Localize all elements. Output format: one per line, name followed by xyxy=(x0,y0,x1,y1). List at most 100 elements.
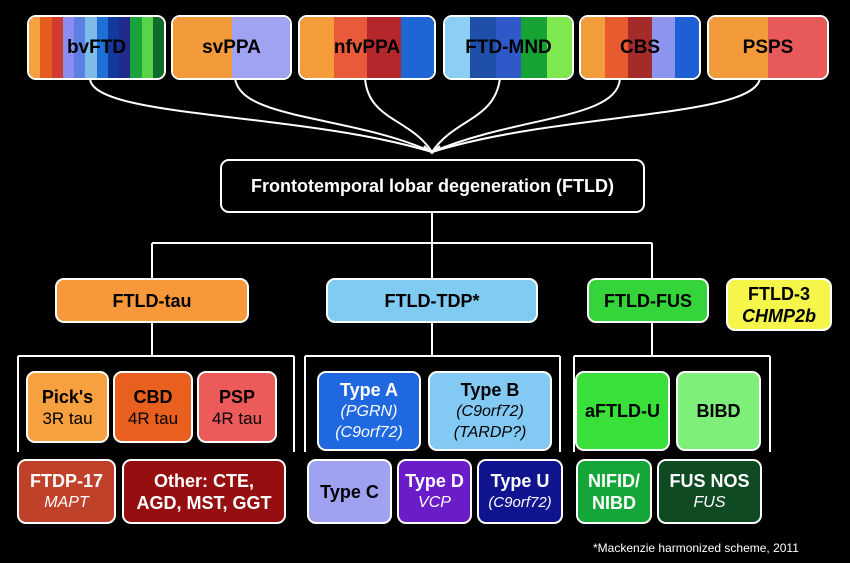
syndrome-label: PSPS xyxy=(742,36,794,58)
stripe-segment xyxy=(675,17,699,78)
subtype-name: Pick's xyxy=(41,386,94,407)
subtype-type-d: Type D VCP xyxy=(397,459,472,524)
subtype-detail: 3R tau xyxy=(42,408,93,428)
subtype-type-b: Type B (C9orf72) (TARDP?) xyxy=(428,371,552,451)
stripe-segment xyxy=(470,17,496,78)
subtype-name: Type U xyxy=(490,471,550,491)
syndrome-label: bvFTD xyxy=(66,36,127,58)
stripe-segment xyxy=(152,17,164,78)
stripe-segment xyxy=(231,17,290,78)
group-label: FTLD-tau xyxy=(112,290,192,311)
syndrome-color-bar xyxy=(300,17,434,78)
subtype-gene: (C9orf72) xyxy=(456,403,524,420)
syndrome-ftd-mnd: FTD-MND xyxy=(443,15,574,80)
subtype-type-u: Type U (C9orf72) xyxy=(477,459,563,524)
stripe-segment xyxy=(130,17,142,78)
subtype-detail: AGD, MST, GGT xyxy=(136,492,272,513)
subtype-cbd: CBD 4R tau xyxy=(113,371,193,443)
stripe-segment xyxy=(119,17,131,78)
stripe-segment xyxy=(651,17,676,78)
stripe-segment xyxy=(51,17,63,78)
subtype-ftdp17: FTDP-17 MAPT xyxy=(17,459,116,524)
group-ftld-tdp: FTLD-TDP* xyxy=(326,278,538,323)
stripe-segment xyxy=(74,17,86,78)
subtype-name: FUS NOS xyxy=(669,471,750,491)
subtype-nifid: NIFID/ NIBD xyxy=(576,459,652,524)
syndrome-color-bar xyxy=(581,17,699,78)
syndrome-label: nfvPPA xyxy=(333,36,401,58)
subtype-name: aFTLD-U xyxy=(585,401,660,421)
subtype-gene: MAPT xyxy=(44,494,89,511)
group-label: FTLD-3 xyxy=(748,283,810,304)
subtype-gene: (TARDP?) xyxy=(453,424,527,441)
subtype-name: CBD xyxy=(133,386,173,407)
subtype-name: Type C xyxy=(320,481,379,502)
subtype-type-a: Type A (PGRN) (C9orf72) xyxy=(317,371,421,451)
subtype-name: PSP xyxy=(218,386,256,407)
subtype-fus-nos: FUS NOS FUS xyxy=(657,459,762,524)
syndrome-psps: PSPS xyxy=(707,15,829,80)
subtype-name: NIFID/ xyxy=(588,470,640,491)
syndrome-bvftd: bvFTD xyxy=(27,15,166,80)
subtype-detail: 4R tau xyxy=(127,408,179,428)
stripe-segment xyxy=(96,17,108,78)
group-ftld-fus: FTLD-FUS xyxy=(587,278,709,323)
stripe-segment xyxy=(628,17,652,78)
syndrome-cbs: CBS xyxy=(579,15,701,80)
subtype-gene: (C9orf72) xyxy=(488,494,552,511)
stripe-segment xyxy=(333,17,367,78)
subtype-gene: (C9orf72) xyxy=(335,424,403,441)
syndrome-label: CBS xyxy=(619,36,661,58)
subtype-name: Type A xyxy=(339,380,398,400)
subtype-bibd: BIBD xyxy=(676,371,761,451)
stripe-segment xyxy=(62,17,74,78)
stripe-segment xyxy=(107,17,119,78)
syndrome-color-bar xyxy=(173,17,290,78)
subtype-detail: NIBD xyxy=(592,492,636,513)
stripe-segment xyxy=(29,17,41,78)
syndrome-label: FTD-MND xyxy=(465,36,552,58)
subtype-type-c: Type C xyxy=(307,459,392,524)
stripe-segment xyxy=(521,17,547,78)
syndrome-color-bar xyxy=(709,17,827,78)
subtype-gene: FUS xyxy=(693,494,726,511)
subtype-gene: VCP xyxy=(418,494,451,511)
syndrome-color-bar xyxy=(29,17,164,78)
subtype-name: Other: CTE, xyxy=(153,470,254,491)
stripe-segment xyxy=(300,17,334,78)
syndrome-label: svPPA xyxy=(202,36,261,58)
stripe-segment xyxy=(400,17,434,78)
subtype-gene: (PGRN) xyxy=(340,403,398,420)
subtype-name: Type D xyxy=(405,471,464,491)
subtype-other-tau: Other: CTE, AGD, MST, GGT xyxy=(122,459,286,524)
subtype-name: FTDP-17 xyxy=(29,471,103,491)
stripe-segment xyxy=(141,17,153,78)
stripe-segment xyxy=(581,17,605,78)
footnote: *Mackenzie harmonized scheme, 2011 xyxy=(593,541,799,555)
stripe-segment xyxy=(445,17,471,78)
subtype-name: BIBD xyxy=(696,401,741,421)
stripe-segment xyxy=(546,17,572,78)
subtype-name: Type B xyxy=(460,380,520,400)
group-ftld-tau: FTLD-tau xyxy=(55,278,249,323)
subtype-detail: 4R tau xyxy=(211,408,263,428)
syndrome-svppa: svPPA xyxy=(171,15,292,80)
stripe-segment xyxy=(40,17,52,78)
subtype-picks: Pick's 3R tau xyxy=(26,371,109,443)
group-label: FTLD-TDP* xyxy=(384,290,480,311)
group-gene: CHMP2b xyxy=(741,305,816,326)
stripe-segment xyxy=(604,17,629,78)
stripe-segment xyxy=(709,17,768,78)
stripe-segment xyxy=(768,17,827,78)
group-label: FTLD-FUS xyxy=(604,290,692,311)
stripe-segment xyxy=(367,17,401,78)
stripe-segment xyxy=(173,17,232,78)
group-ftld-3: FTLD-3 CHMP2b xyxy=(726,278,832,331)
stripe-segment xyxy=(85,17,97,78)
subtype-aftld-u: aFTLD-U xyxy=(575,371,670,451)
ftld-central-box: Frontotemporal lobar degeneration (FTLD) xyxy=(220,159,645,213)
subtype-psp: PSP 4R tau xyxy=(197,371,277,443)
syndrome-nfvppa: nfvPPA xyxy=(298,15,436,80)
stripe-segment xyxy=(495,17,522,78)
